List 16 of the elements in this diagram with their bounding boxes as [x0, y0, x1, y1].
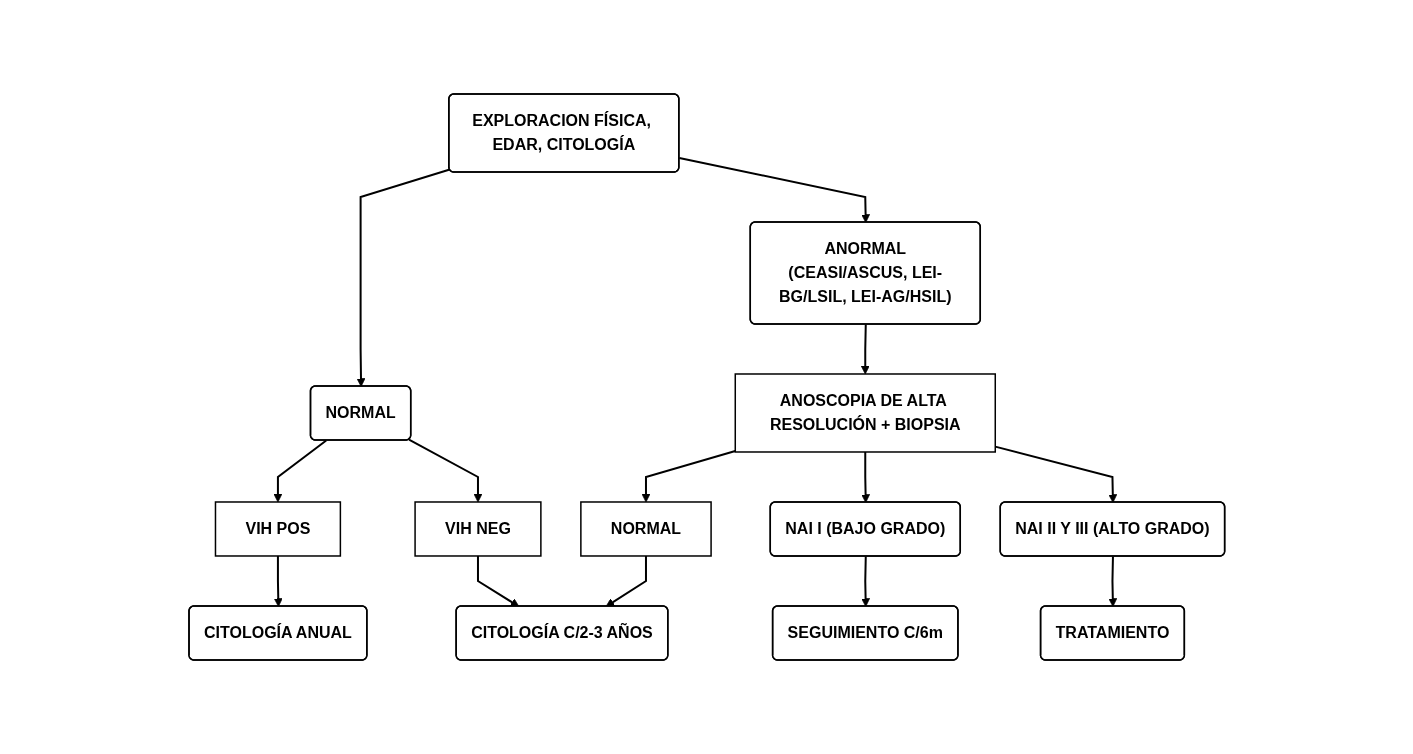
node-box: ANOSCOPIA DE ALTA RESOLUCIÓN + BIOPSIA	[734, 373, 996, 453]
node-box: VIH POS	[214, 501, 341, 557]
arrow	[641, 449, 736, 503]
arrow	[356, 168, 451, 387]
arrow	[476, 555, 519, 607]
node-box: VIH NEG	[414, 501, 542, 557]
arrow	[860, 555, 870, 607]
arrow	[860, 323, 870, 375]
arrow	[273, 439, 327, 503]
arrow	[605, 555, 647, 607]
arrow	[273, 555, 283, 607]
arrow	[860, 451, 870, 503]
arrow	[407, 438, 483, 503]
arrow	[678, 156, 870, 223]
node-box: NORMAL	[579, 501, 712, 557]
arrow	[1108, 555, 1117, 607]
